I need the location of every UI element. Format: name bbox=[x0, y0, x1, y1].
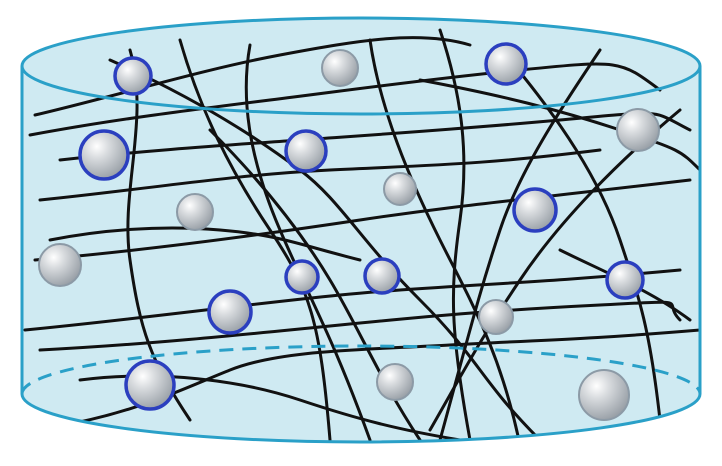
spherical-particle-icon bbox=[376, 363, 414, 401]
particle-layer bbox=[38, 42, 660, 421]
polymer-fiber-strand bbox=[428, 108, 682, 432]
spherical-particle-icon bbox=[113, 56, 153, 96]
polymer-fiber-strand bbox=[418, 78, 700, 172]
polymer-fiber-strand bbox=[108, 58, 542, 442]
spherical-particle-icon bbox=[124, 359, 176, 411]
spherical-particle-icon bbox=[383, 172, 417, 206]
cylinder-top-face bbox=[22, 18, 700, 114]
cylinder-bottom-front-edge bbox=[20, 393, 702, 444]
spherical-particle-icon bbox=[284, 259, 320, 295]
spherical-particle-icon bbox=[363, 257, 401, 295]
spherical-particle-icon bbox=[616, 108, 660, 152]
spherical-particle-icon bbox=[321, 49, 359, 87]
spherical-particle-icon bbox=[207, 289, 253, 335]
cylinder-bottom-back-edge-dashed bbox=[20, 344, 702, 395]
polymer-fiber-strand bbox=[508, 58, 662, 422]
polymer-fiber-strand bbox=[33, 178, 692, 262]
spherical-particle-icon bbox=[578, 369, 630, 421]
spherical-particle-icon bbox=[78, 129, 130, 181]
spherical-particle-icon bbox=[484, 42, 528, 86]
spherical-particle-icon bbox=[284, 129, 328, 173]
polymer-fiber-strand bbox=[368, 38, 522, 442]
spherical-particle-icon bbox=[478, 299, 514, 335]
polymer-fiber-strand bbox=[178, 38, 332, 442]
polymer-fiber-strand bbox=[244, 43, 372, 442]
spherical-particle-icon bbox=[512, 187, 558, 233]
cylinder-outline bbox=[20, 16, 702, 444]
polymer-fiber-strand bbox=[28, 62, 662, 137]
spherical-particle-icon bbox=[176, 193, 214, 231]
spherical-particle-icon bbox=[38, 243, 82, 287]
spherical-particle-icon bbox=[605, 260, 645, 300]
polymer-fiber-strand bbox=[48, 226, 362, 262]
